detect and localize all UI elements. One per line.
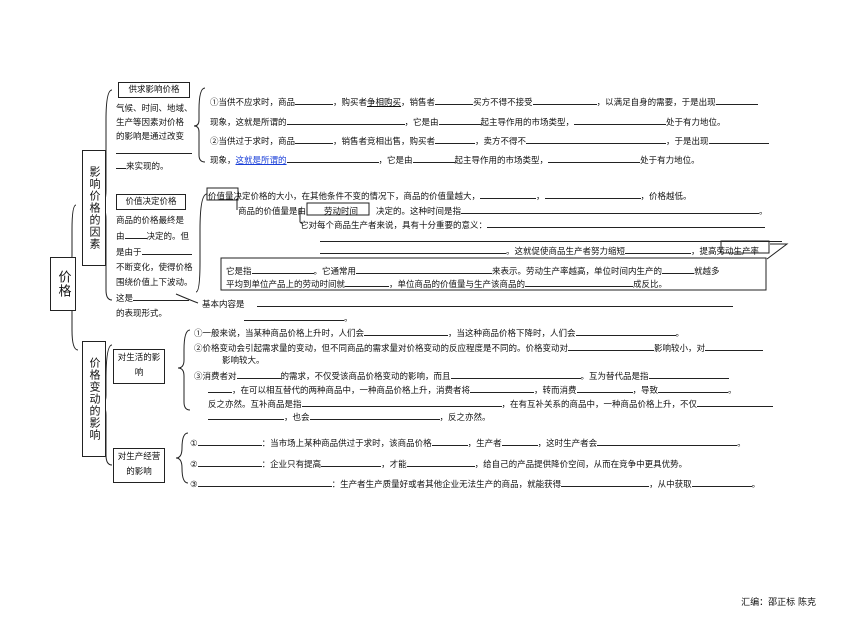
branch2-title: 价格变动的影响 — [88, 357, 101, 441]
sec1-line-4: 现象，这就是所谓的，它是由起主导作用的市场类型，处于有力地位。 — [210, 153, 700, 167]
life-line-5: ，在可以相互替代的两种商品中，一种商品价格上升，消费者将，转而消费，导致。 — [208, 383, 737, 397]
sec1-desc-line: 来实现的。 — [126, 162, 169, 172]
sec1-line-3: ②当供过于求时，商品，销售者竞相出售，购买者，卖方不得不，于是出现 — [210, 134, 769, 148]
life-line-2: ②价格变动会引起需求量的变动，但不同商品的需求量对价格变动的反应程度是不同的。价… — [194, 341, 764, 355]
sec2-line-1: 价值量决定价格的大小，在其他条件不变的情况下，商品的价值量越大，，，价格越低。 — [208, 189, 692, 203]
sec1-header-box: 供求影响价格 — [118, 82, 190, 98]
life-line-6: 反之亦然。互补商品是指，在有互补关系的商品中，一种商品价格上升，不仅 — [208, 397, 774, 411]
law-line-2: 。 — [244, 311, 353, 325]
sec1-desc-line: 气候、时间、地域、 — [116, 104, 193, 114]
sec2-line-5: 它是指。它通常用来表示。劳动生产率越高，单位时间内生产的就越多 — [226, 264, 720, 278]
life-line-3: 影响较大。 — [222, 356, 265, 366]
sec1-desc: 气候、时间、地域、 生产等因素对价格 的影响是通过改变 来实现的。 — [116, 102, 200, 174]
sec1-desc-line: 生产等因素对价格 — [116, 118, 185, 128]
branch1-box: 影响价格的因素 — [82, 150, 106, 266]
life-header-box: 对生活的影响 — [113, 349, 165, 384]
link-text[interactable]: 这就是所谓的 — [235, 156, 287, 166]
branch1-title: 影响价格的因素 — [88, 166, 101, 250]
production-line-1: ①：当市场上某种商品供过于求时，该商品价格，生产者，这时生产者会。 — [190, 436, 746, 450]
root-box: 价格 — [50, 257, 76, 311]
sec1-desc-line: 的影响是通过改变 — [116, 132, 185, 142]
life-line-7: ，也会，反之亦然。 — [208, 410, 491, 424]
root-title: 价格 — [55, 270, 71, 298]
life-line-1: ①一般来说，当某种商品价格上升时，人们会，当这种商品价格下降时，人们会。 — [194, 326, 684, 340]
life-header: 对生活的影响 — [117, 353, 161, 378]
sec2-desc-line: 商品的价格最终是 — [116, 216, 185, 226]
law-line-1: 基本内容是 — [202, 297, 733, 311]
footer-credit: 汇编：邵正标 陈克 — [741, 598, 816, 608]
sec2-desc-line: 的表现形式。 — [116, 309, 168, 319]
sec1-line-2: 现象，这就是所谓的，它是由起主导作用的市场类型，处于有力地位。 — [210, 115, 726, 129]
sec2-desc-line: 围绕价值上下波动。 — [116, 278, 193, 288]
sec2-line-6: 平均到单位产品上的劳动时间就，单位商品的价值量与生产该商品的成反比。 — [226, 277, 667, 291]
production-line-2: ②：企业只有提高，才能，给自己的产品提供降价空间，从而在竞争中更具优势。 — [190, 457, 687, 471]
sec1-header: 供求影响价格 — [128, 85, 180, 95]
sec2-header: 价值决定价格 — [125, 197, 177, 207]
sec2-line-3b — [320, 232, 782, 246]
sec2-desc-line: 不断变化，使得价格 — [116, 263, 193, 273]
sec2-header-box: 价值决定价格 — [116, 194, 186, 210]
production-header: 对生产经营的影响 — [117, 452, 161, 477]
branch2-box: 价格变动的影响 — [82, 341, 106, 457]
life-line-4: ③消费者对的需求，不仅受该商品价格变动的影响，而且。互为替代品是指 — [194, 369, 729, 383]
sec1-line-1: ①当供不应求时，商品，购买者争相购买，销售者买方不得不接受，以满足自身的需要，于… — [210, 95, 758, 109]
sec2-desc: 商品的价格最终是 由决定的。但 是由于 不断变化，使得价格 围绕价值上下波动。 … — [116, 214, 200, 322]
production-line-3: ③：生产者生产质量好或者其他企业无法生产的商品，就能获得，从中获取。 — [190, 477, 760, 491]
sec2-line-3: 它对每个商品生产者来说，具有十分重要的意义： — [300, 218, 766, 232]
sec2-line-4: 。这就促使商品生产者努力缩短，提高劳动生产率 — [320, 244, 759, 258]
production-header-box: 对生产经营的影响 — [113, 448, 165, 483]
sec2-line-2: 商品的价值量是由劳动时间决定的。这种时间是指。 — [238, 204, 768, 218]
